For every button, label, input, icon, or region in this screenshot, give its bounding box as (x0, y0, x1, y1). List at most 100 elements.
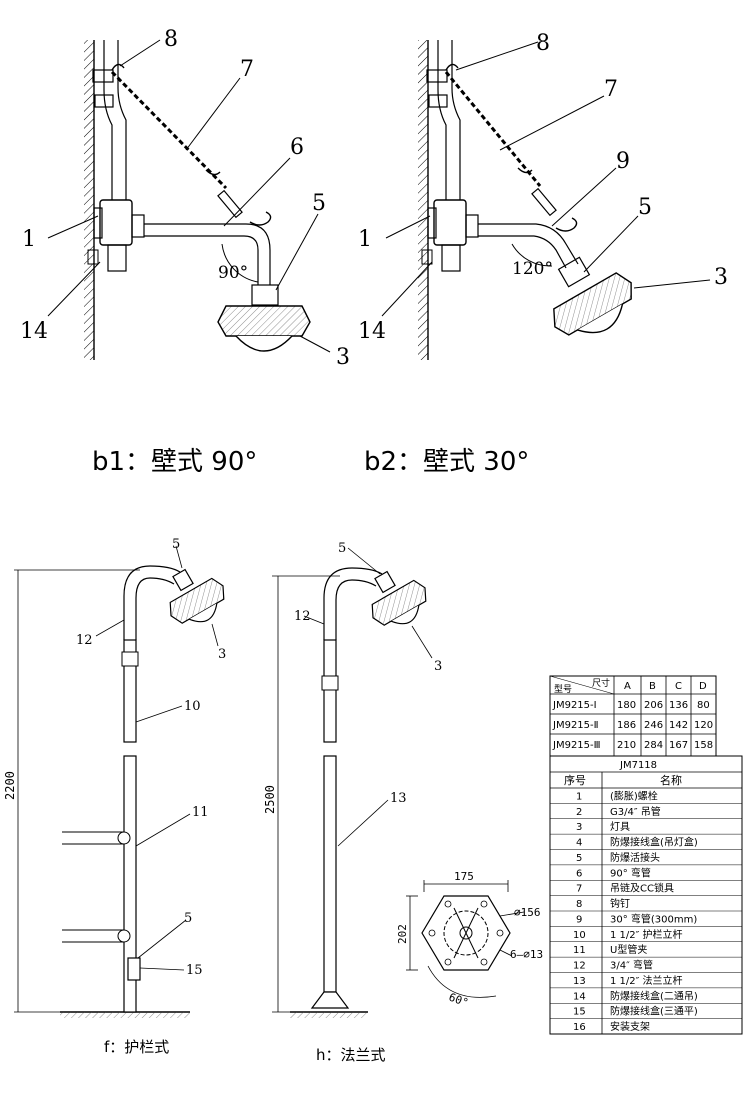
callout-5: 5 (184, 911, 192, 926)
part-number: 6 (576, 868, 582, 879)
part-name: 防爆活接头 (610, 851, 660, 864)
callout-12: 12 (294, 609, 311, 624)
part-number: 15 (573, 1007, 586, 1018)
callout-9: 9 (616, 149, 630, 174)
part-name: U型管夹 (610, 943, 647, 956)
value-cell: 246 (644, 720, 663, 731)
value-cell: 180 (617, 700, 636, 711)
value-cell: 120 (694, 720, 713, 731)
header-name: 名称 (660, 773, 682, 787)
part-number: 13 (573, 976, 586, 987)
callout-14: 14 (20, 319, 48, 344)
column-header: C (675, 681, 682, 692)
caption-b2: b2：壁式 30° (364, 447, 529, 477)
part-name: G3/4″ 吊管 (610, 805, 661, 818)
part-name: 防爆接线盒(吊灯盒) (610, 836, 698, 849)
part-name: 1 1/2″ 护栏立杆 (610, 928, 683, 941)
corner-size-label: 尺寸 (592, 677, 610, 689)
part-number: 11 (573, 945, 586, 956)
callout-12: 12 (76, 633, 93, 648)
width-dimension: 175 (454, 870, 474, 883)
parts-table-title: JM7118 (619, 760, 657, 771)
value-cell: 167 (669, 740, 688, 751)
height-dimension: 2200 (3, 771, 17, 800)
part-name: 1 1/2″ 法兰立杆 (610, 974, 683, 987)
callout-7: 7 (240, 57, 254, 82)
caption-h: h：法兰式 (316, 1046, 386, 1064)
part-number: 16 (573, 1022, 586, 1033)
callout-10: 10 (184, 699, 201, 714)
part-name: 吊链及CC锁具 (610, 882, 674, 895)
part-number: 5 (576, 853, 582, 864)
part-name: 3/4″ 弯管 (610, 959, 653, 972)
part-name: 防爆接线盒(二通吊) (610, 989, 698, 1002)
part-name: 灯具 (610, 821, 630, 833)
flange-base-plate-detail: 175 202 ⌀156 6–⌀13 60° (396, 870, 543, 1010)
value-cell: 210 (617, 740, 636, 751)
header-no: 序号 (564, 773, 586, 787)
caption-f: f：护栏式 (104, 1038, 169, 1056)
value-cell: 186 (617, 720, 636, 731)
column-header: D (699, 681, 707, 692)
plate-height-dimension: 202 (396, 924, 409, 944)
corner-model-label: 型号 (554, 684, 572, 695)
hole-diameter-label: ⌀156 (514, 906, 541, 919)
part-number: 2 (576, 807, 582, 818)
callout-3: 3 (434, 659, 442, 674)
caption-b1: b1：壁式 90° (92, 447, 257, 477)
bolt-holes-label: 6–⌀13 (510, 948, 543, 961)
callout-3: 3 (218, 647, 226, 662)
model-cell: JM9215-Ⅱ (552, 720, 599, 731)
callout-5: 5 (312, 191, 326, 216)
wall-mount-90-drawing: 8 7 6 5 1 14 3 90° (20, 27, 350, 370)
callout-14: 14 (358, 319, 386, 344)
part-number: 14 (573, 991, 586, 1002)
callout-3: 3 (714, 265, 728, 290)
callout-8: 8 (536, 31, 550, 56)
part-number: 10 (573, 930, 586, 941)
height-dimension: 2500 (263, 785, 277, 814)
callout-1: 1 (22, 227, 36, 252)
flange-mount-drawing: 2500 5 12 3 13 (263, 541, 442, 1018)
callout-15: 15 (186, 963, 203, 978)
dimension-table: 尺寸 型号 A B C D JM9215-Ⅰ 180 206 136 80 JM… (549, 675, 717, 757)
callout-8: 8 (164, 27, 178, 52)
value-cell: 142 (669, 720, 688, 731)
callout-6: 6 (290, 135, 304, 160)
wall-hatch (418, 40, 428, 360)
value-cell: 80 (697, 700, 710, 711)
model-cell: JM9215-Ⅲ (552, 740, 601, 751)
bolt-angle-label: 60° (447, 991, 470, 1010)
part-name: 30° 弯管(300mm) (610, 912, 697, 925)
column-header: B (649, 681, 656, 692)
callout-5: 5 (172, 537, 180, 552)
part-number: 7 (576, 884, 582, 895)
callout-1: 1 (358, 227, 372, 252)
value-cell: 158 (694, 740, 713, 751)
part-number: 3 (576, 822, 582, 833)
value-cell: 136 (669, 700, 688, 711)
part-number: 9 (576, 914, 582, 925)
value-cell: 284 (644, 740, 663, 751)
part-name: 钩钉 (610, 898, 630, 910)
callout-11: 11 (192, 805, 209, 820)
part-number: 4 (576, 838, 582, 849)
callout-7: 7 (604, 77, 618, 102)
part-name: 90° 弯管 (610, 866, 651, 879)
parts-table: JM7118 序号 名称 1 (膨胀)螺栓 2 G3/4″ 吊管 3 灯具 4 防爆接线盒(吊… (549, 755, 743, 1035)
part-name: 安装支架 (610, 1020, 650, 1033)
angle-label: 120° (512, 259, 553, 279)
column-header: A (624, 681, 631, 692)
wall-hatch (84, 40, 94, 360)
part-number: 1 (576, 791, 582, 802)
callout-13: 13 (390, 791, 407, 806)
callout-5: 5 (338, 541, 346, 556)
part-number: 8 (576, 899, 582, 910)
wall-mount-30-drawing: 8 7 9 5 1 14 3 120° (358, 31, 728, 360)
part-name: 防爆接线盒(三通平) (610, 1005, 698, 1018)
callout-5: 5 (638, 195, 652, 220)
part-name: (膨胀)螺栓 (610, 789, 658, 802)
guardrail-mount-drawing: 2200 5 12 3 10 1 (3, 537, 226, 1018)
angle-label: 90° (218, 263, 248, 283)
